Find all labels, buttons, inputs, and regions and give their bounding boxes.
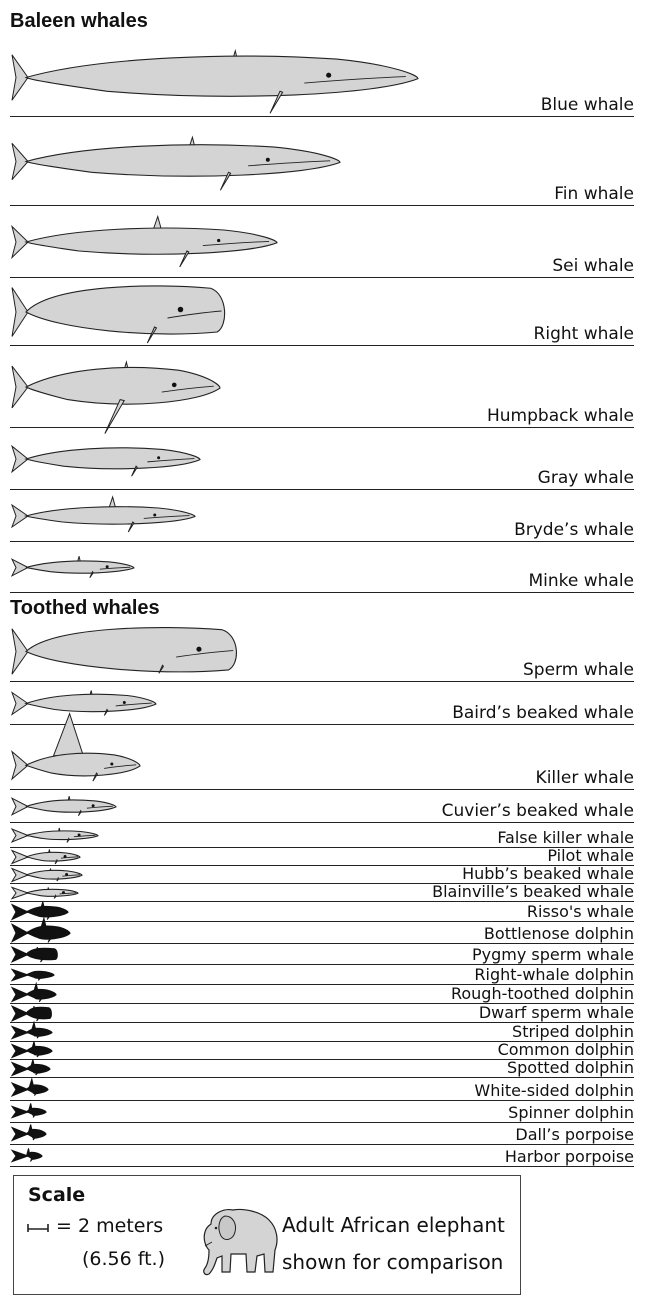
- species-label: Bottlenose dolphin: [484, 925, 634, 942]
- species-label: Pilot whale: [547, 847, 634, 864]
- species-row: Spotted dolphin: [10, 1060, 634, 1078]
- whale-illustration: [10, 1145, 50, 1167]
- species-label: Cuvier’s beaked whale: [442, 802, 634, 821]
- species-row: Sei whale: [10, 206, 634, 278]
- whale-illustration: [10, 884, 86, 902]
- whale-illustration: [10, 1060, 58, 1078]
- whale-illustration: [10, 1101, 54, 1123]
- species-row: Killer whale: [10, 725, 634, 790]
- species-row: Humpback whale: [10, 346, 634, 428]
- species-label: Sperm whale: [523, 661, 634, 680]
- species-row: Baird’s beaked whale: [10, 682, 634, 725]
- species-label: Dwarf sperm whale: [479, 1004, 634, 1021]
- whale-illustration: [10, 944, 66, 965]
- species-row: Bryde’s whale: [10, 490, 634, 542]
- whale-illustration: [10, 490, 203, 542]
- species-row: Minke whale: [10, 542, 634, 593]
- species-label: Pygmy sperm whale: [472, 946, 634, 963]
- species-label: Common dolphin: [498, 1041, 634, 1058]
- species-row: Rough-toothed dolphin: [10, 985, 634, 1004]
- whale-illustration: [10, 1078, 56, 1101]
- species-row: False killer whale: [10, 823, 634, 848]
- comparison-line-1: Adult African elephant: [282, 1213, 505, 1237]
- species-row: Dall’s porpoise: [10, 1123, 634, 1145]
- whale-illustration: [10, 278, 236, 346]
- species-row: Right whale: [10, 278, 634, 346]
- whale-illustration: [10, 1004, 60, 1023]
- whale-illustration: [10, 682, 164, 725]
- species-row: Blainville’s beaked whale: [10, 884, 634, 902]
- species-label: Humpback whale: [487, 407, 634, 426]
- species-label: Hubb’s beaked whale: [462, 865, 634, 882]
- species-row: Dwarf sperm whale: [10, 1004, 634, 1023]
- comparison-line-2: shown for comparison: [282, 1250, 503, 1274]
- species-label: Fin whale: [554, 185, 634, 204]
- whale-illustration: [10, 1123, 54, 1145]
- whale-illustration: [10, 902, 76, 922]
- species-label: Blainville’s beaked whale: [432, 883, 634, 900]
- species-label: Spotted dolphin: [507, 1059, 634, 1076]
- scale-measure: = 2 meters: [26, 1215, 163, 1237]
- species-label: Dall’s porpoise: [515, 1126, 634, 1143]
- scale-title: Scale: [28, 1184, 85, 1206]
- whale-illustration: [10, 1042, 60, 1060]
- whale-illustration: [10, 985, 64, 1004]
- whale-illustration: [10, 823, 106, 848]
- species-label: False killer whale: [497, 829, 634, 846]
- whale-illustration: [10, 117, 348, 206]
- species-label: Baird’s beaked whale: [452, 704, 634, 723]
- species-row: Cuvier’s beaked whale: [10, 790, 634, 823]
- whale-illustration: [10, 790, 124, 823]
- whale-illustration: [10, 206, 285, 278]
- species-label: Right-whale dolphin: [474, 966, 634, 983]
- species-label: White-sided dolphin: [474, 1082, 634, 1099]
- whale-illustration: [10, 38, 426, 117]
- species-row: White-sided dolphin: [10, 1078, 634, 1101]
- species-row: Bottlenose dolphin: [10, 922, 634, 944]
- species-label: Minke whale: [528, 572, 634, 591]
- whale-illustration: [10, 866, 90, 884]
- scale-metric-text: = 2 meters: [56, 1215, 163, 1237]
- whale-illustration: [10, 1023, 60, 1042]
- species-row: Harbor porpoise: [10, 1145, 634, 1167]
- scale-bar-icon: [26, 1221, 50, 1233]
- species-label: Harbor porpoise: [505, 1148, 634, 1165]
- species-label: Striped dolphin: [512, 1023, 634, 1040]
- species-row: Pygmy sperm whale: [10, 944, 634, 965]
- scale-imperial-text: (6.56 ft.): [82, 1248, 165, 1270]
- species-row: Gray whale: [10, 428, 634, 490]
- whale-illustration: [10, 922, 78, 944]
- species-label: Right whale: [534, 325, 634, 344]
- whale-illustration: [10, 725, 148, 790]
- whale-illustration: [10, 428, 208, 490]
- species-label: Sei whale: [552, 257, 634, 276]
- whale-illustration: [10, 346, 228, 428]
- species-label: Bryde’s whale: [514, 521, 634, 540]
- species-label: Risso's whale: [527, 903, 634, 920]
- species-label: Rough-toothed dolphin: [451, 985, 634, 1002]
- whale-illustration: [10, 542, 142, 593]
- species-label: Blue whale: [541, 96, 634, 115]
- species-row: Spinner dolphin: [10, 1101, 634, 1123]
- scale-legend: Scale = 2 meters (6.56 ft.) Adult Africa…: [13, 1175, 521, 1295]
- species-label: Spinner dolphin: [508, 1104, 634, 1121]
- species-row: Right-whale dolphin: [10, 965, 634, 985]
- species-label: Killer whale: [536, 769, 634, 788]
- whale-illustration: [10, 848, 88, 866]
- species-row: Blue whale: [10, 38, 634, 117]
- whale-illustration: [10, 965, 62, 985]
- species-row: Sperm whale: [10, 621, 634, 682]
- species-row: Fin whale: [10, 117, 634, 206]
- whale-illustration: [10, 621, 248, 682]
- elephant-icon: [197, 1206, 283, 1278]
- species-row: Risso's whale: [10, 902, 634, 922]
- species-label: Gray whale: [538, 469, 634, 488]
